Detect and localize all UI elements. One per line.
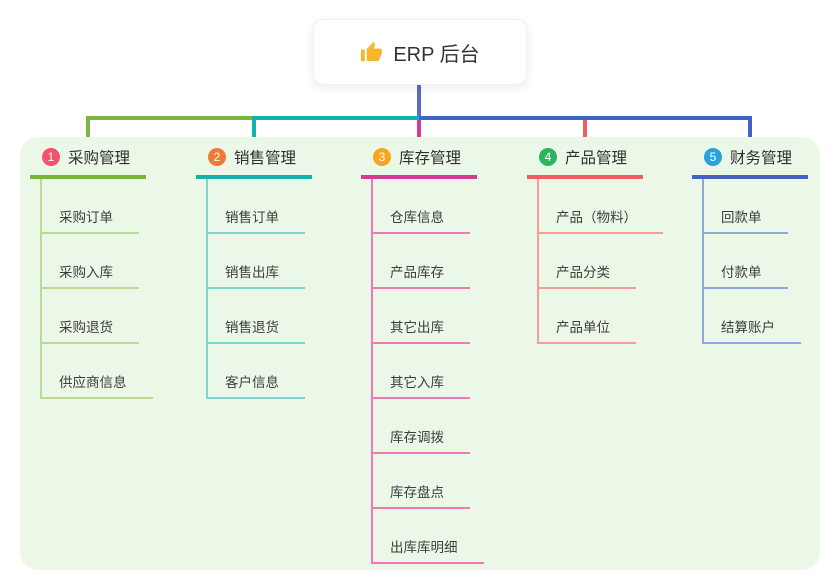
- child-node[interactable]: 客户信息: [208, 374, 305, 399]
- branches-panel: 1 采购管理 采购订单采购入库采购退货供应商信息 2 销售管理 销售订单销售出库…: [20, 137, 820, 570]
- branch-children: 产品（物料） 产品分类产品单位: [537, 179, 663, 344]
- branch-node[interactable]: 1 采购管理: [30, 146, 146, 179]
- branch-label: 销售管理: [234, 150, 297, 167]
- branch-children: 销售订单销售出库销售退货客户信息: [206, 179, 305, 399]
- branch-column: 1 采购管理 采购订单采购入库采购退货供应商信息: [30, 146, 153, 399]
- child-node[interactable]: 采购退货: [42, 319, 139, 344]
- branch-label: 产品管理: [565, 150, 628, 167]
- branch-label: 采购管理: [68, 150, 131, 167]
- thumbs-up-icon: [360, 41, 383, 64]
- branch-column: 3 库存管理 仓库信息产品库存其它出库其它入库库存调拨库存盘点出库库明细: [361, 146, 484, 564]
- branch-node[interactable]: 5 财务管理: [692, 146, 808, 179]
- branch-number-badge: 2: [208, 148, 226, 166]
- branch-children: 采购订单采购入库采购退货供应商信息: [40, 179, 153, 399]
- child-node[interactable]: 产品单位: [539, 319, 636, 344]
- child-node[interactable]: 销售订单: [208, 209, 305, 234]
- child-node[interactable]: 结算账户: [704, 319, 801, 344]
- child-node[interactable]: 产品库存: [373, 264, 470, 289]
- branch-number-badge: 3: [373, 148, 391, 166]
- branch-label: 库存管理: [399, 150, 462, 167]
- child-node[interactable]: 其它入库: [373, 374, 470, 399]
- child-node[interactable]: 库存调拨: [373, 429, 470, 454]
- branch-column: 5 财务管理 回款单付款单结算账户: [692, 146, 808, 344]
- branch-node[interactable]: 4 产品管理: [527, 146, 643, 179]
- branch-number-badge: 4: [539, 148, 557, 166]
- branch-column: 4 产品管理 产品（物料） 产品分类产品单位: [527, 146, 663, 344]
- branch-number-badge: 1: [42, 148, 60, 166]
- branch-label: 财务管理: [730, 150, 793, 167]
- child-node[interactable]: 库存盘点: [373, 484, 470, 509]
- child-node[interactable]: 采购入库: [42, 264, 139, 289]
- child-node[interactable]: 回款单: [704, 209, 788, 234]
- root-title: ERP 后台: [393, 43, 480, 66]
- child-node[interactable]: 采购订单: [42, 209, 139, 234]
- branch-children: 回款单付款单结算账户: [702, 179, 801, 344]
- child-node[interactable]: 付款单: [704, 264, 788, 289]
- root-node[interactable]: ERP 后台: [313, 19, 527, 85]
- branch-children: 仓库信息产品库存其它出库其它入库库存调拨库存盘点出库库明细: [371, 179, 484, 564]
- child-node[interactable]: 产品分类: [539, 264, 636, 289]
- child-node[interactable]: 仓库信息: [373, 209, 470, 234]
- child-node[interactable]: 产品（物料）: [539, 209, 663, 234]
- branch-node[interactable]: 3 库存管理: [361, 146, 477, 179]
- child-node[interactable]: 出库库明细: [373, 539, 484, 564]
- branch-node[interactable]: 2 销售管理: [196, 146, 312, 179]
- child-node[interactable]: 销售出库: [208, 264, 305, 289]
- branch-number-badge: 5: [704, 148, 722, 166]
- child-node[interactable]: 其它出库: [373, 319, 470, 344]
- branch-column: 2 销售管理 销售订单销售出库销售退货客户信息: [196, 146, 312, 399]
- child-node[interactable]: 供应商信息: [42, 374, 153, 399]
- child-node[interactable]: 销售退货: [208, 319, 305, 344]
